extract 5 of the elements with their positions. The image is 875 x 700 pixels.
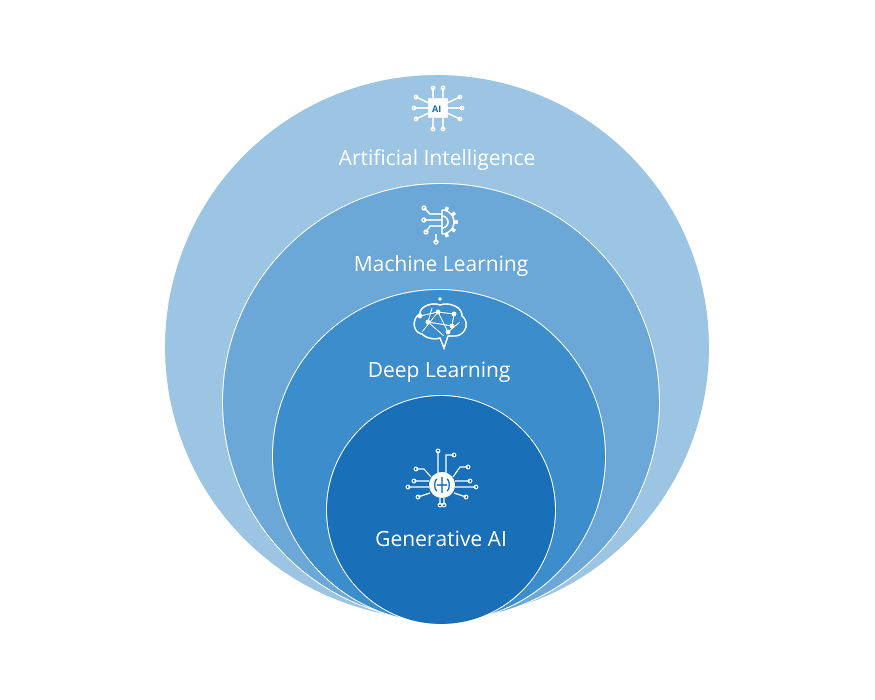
region-title: Deep Learning	[368, 356, 510, 384]
region-title: Generative AI	[375, 525, 507, 553]
chip-label: AI	[432, 104, 442, 112]
region-title: Artificial Intelligence	[338, 144, 536, 172]
region-title: Machine Learning	[354, 250, 528, 278]
